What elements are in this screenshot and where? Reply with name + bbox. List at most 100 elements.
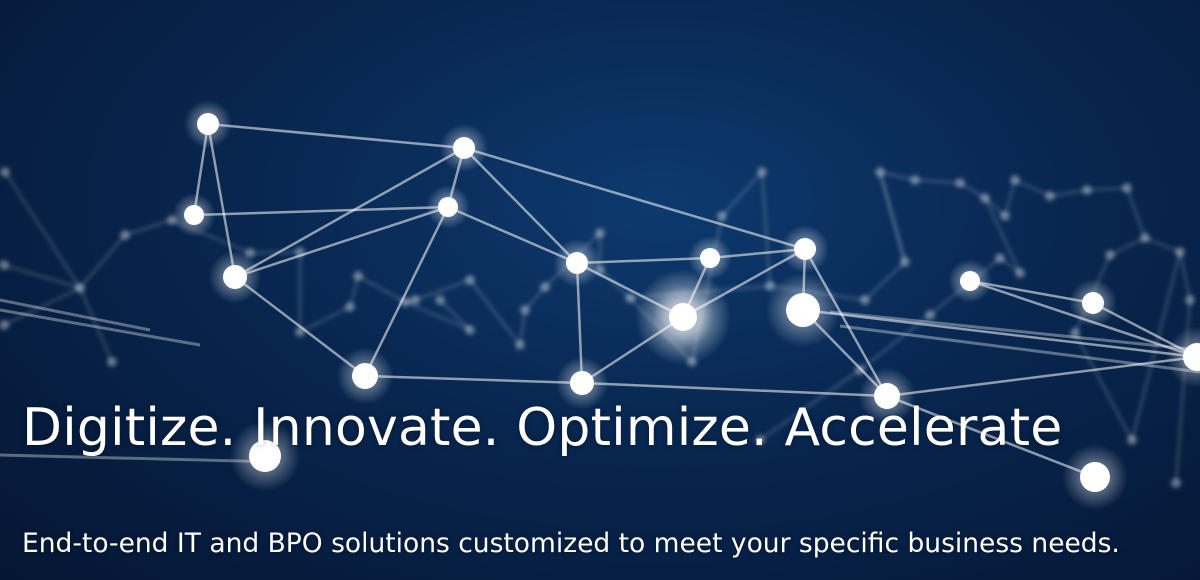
network-node-faint	[1127, 435, 1137, 445]
network-node-faint	[540, 282, 550, 292]
network-link-faint	[469, 279, 521, 346]
network-link-faint	[1004, 179, 1016, 217]
network-node-faint	[1045, 191, 1055, 201]
network-node	[566, 252, 588, 274]
network-link-faint	[1014, 179, 1051, 197]
network-node-faint	[410, 295, 420, 305]
network-link-faint	[1086, 187, 1128, 191]
network-node-faint	[1175, 247, 1185, 257]
network-node-faint	[980, 193, 990, 203]
network-node-faint	[0, 167, 10, 177]
network-link-faint	[439, 299, 471, 331]
hero-headline: Digitize. Innovate. Optimize. Accelerate	[22, 398, 1063, 458]
network-link	[234, 146, 465, 279]
network-streak	[829, 310, 1200, 352]
network-link	[193, 205, 449, 217]
network-link-faint	[124, 219, 173, 236]
network-node	[197, 113, 219, 135]
network-link-faint	[404, 301, 471, 331]
network-node	[794, 238, 816, 260]
network-node-faint	[1070, 328, 1080, 338]
network-node-faint	[955, 178, 965, 188]
network-link-faint	[349, 275, 359, 308]
network-node-faint	[465, 275, 475, 285]
network-node-faint	[717, 211, 727, 221]
network-link-faint	[79, 287, 113, 363]
network-link-faint	[414, 279, 471, 301]
network-node-faint	[120, 230, 130, 240]
network-link-faint	[759, 369, 861, 441]
network-node-faint	[755, 435, 765, 445]
network-node-faint	[435, 295, 445, 305]
network-link	[234, 205, 449, 279]
network-link-faint	[761, 171, 771, 287]
network-node-faint	[1140, 233, 1150, 243]
network-link-faint	[1109, 237, 1146, 256]
network-link-faint	[299, 306, 351, 333]
network-node-faint	[900, 257, 910, 267]
network-link-faint	[1175, 299, 1191, 484]
network-link	[207, 122, 465, 150]
network-link	[886, 394, 1096, 479]
network-link-faint	[79, 234, 126, 289]
network-node-faint	[1105, 250, 1115, 260]
network-streak	[0, 298, 151, 332]
network-node-faint	[345, 302, 355, 312]
network-node	[960, 271, 980, 291]
network-link-faint	[1126, 187, 1146, 239]
network-node-faint	[1171, 478, 1181, 488]
network-node-faint	[515, 340, 525, 350]
network-link	[802, 308, 1198, 359]
network-node-faint	[757, 167, 767, 177]
network-streak	[839, 324, 1200, 374]
network-link	[463, 146, 806, 251]
network-link-faint	[3, 287, 81, 326]
network-node	[570, 371, 594, 395]
network-link	[463, 147, 578, 264]
network-node-faint	[520, 305, 530, 315]
network-node-faint	[1082, 185, 1092, 195]
network-node-faint	[625, 293, 635, 303]
network-node-faint	[107, 357, 117, 367]
network-node-faint	[875, 167, 885, 177]
network-link	[363, 206, 450, 377]
network-node-faint	[925, 310, 935, 320]
network-link-faint	[1049, 189, 1088, 197]
network-node	[1082, 292, 1104, 314]
network-node-faint	[1010, 175, 1020, 185]
network-node	[184, 205, 204, 225]
network-node	[249, 440, 281, 472]
network-node-faint	[860, 295, 870, 305]
network-link-faint	[1131, 251, 1181, 441]
network-node	[223, 265, 247, 289]
network-node	[669, 303, 697, 331]
network-link-faint	[721, 171, 763, 217]
network-link-faint	[599, 269, 631, 299]
network-node	[1080, 462, 1110, 492]
network-node	[438, 197, 458, 217]
network-node	[453, 137, 475, 159]
network-node-faint	[1000, 211, 1010, 221]
network-node-faint	[1185, 295, 1195, 305]
network-link-faint	[357, 275, 406, 303]
network-node-faint	[995, 253, 1005, 263]
network-node-faint	[75, 283, 85, 293]
network-node-faint	[1015, 268, 1025, 278]
network-node-faint	[465, 325, 475, 335]
hero-tagline: End-to-end IT and BPO solutions customiz…	[22, 528, 1120, 559]
network-link-faint	[524, 286, 546, 311]
network-link-faint	[1144, 237, 1181, 253]
network-link-faint	[864, 261, 906, 301]
network-node-faint	[595, 228, 605, 238]
network-link-faint	[249, 251, 301, 254]
network-link-faint	[3, 264, 81, 289]
network-link-faint	[4, 171, 81, 289]
network-node	[700, 248, 720, 268]
network-node-faint	[0, 320, 9, 330]
network-link-faint	[1074, 332, 1133, 441]
network-link-faint	[879, 171, 906, 263]
network-link-faint	[879, 171, 916, 181]
network-node-faint	[1122, 183, 1132, 193]
